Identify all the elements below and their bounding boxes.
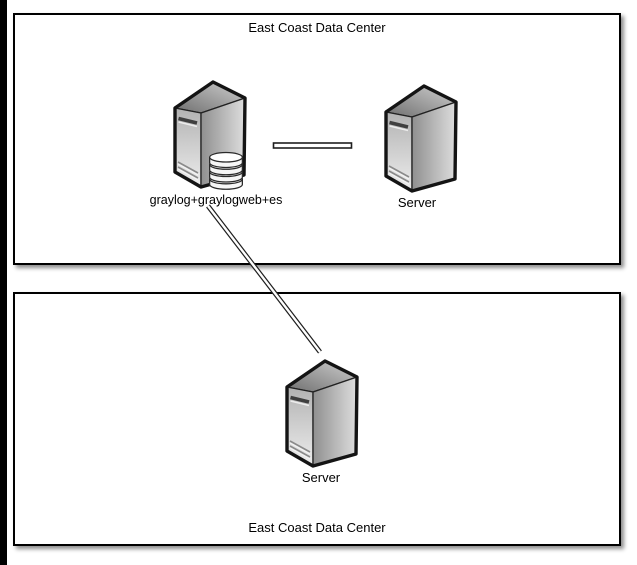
connector-graylog-to-server-bottom[interactable] xyxy=(206,204,322,354)
server-right-node[interactable] xyxy=(384,84,458,194)
server-bottom-node[interactable] xyxy=(285,359,359,469)
database-stack-icon xyxy=(208,151,244,190)
server-tower-icon xyxy=(285,359,359,468)
graylog-node-label: graylog+graylogweb+es xyxy=(149,193,283,207)
server-bottom-node-label: Server xyxy=(301,470,341,485)
graylog-node[interactable] xyxy=(173,80,251,194)
server-right-node-label: Server xyxy=(397,195,437,210)
window-edge-bar xyxy=(0,0,7,565)
top-datacenter-frame[interactable]: East Coast Data Center xyxy=(13,13,621,265)
top-datacenter-title: East Coast Data Center xyxy=(248,20,386,35)
server-tower-icon xyxy=(384,84,458,193)
bottom-datacenter-title: East Coast Data Center xyxy=(248,520,386,535)
connector-graylog-to-server-right[interactable] xyxy=(272,142,353,149)
